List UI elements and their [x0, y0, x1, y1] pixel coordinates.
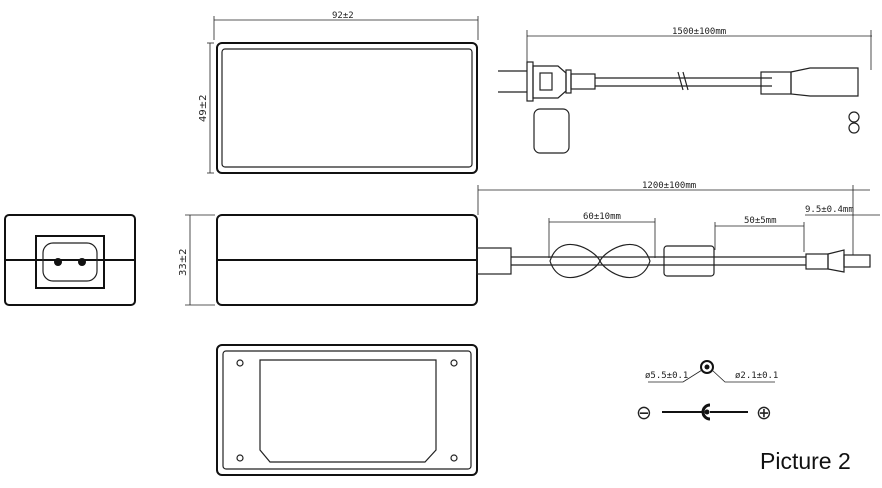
height-dimension: 33±2	[178, 249, 189, 276]
plug-tip-length: 9.5±0.4mm	[805, 205, 854, 215]
polarity-diagram: ø5.5±0.1 ø2.1±0.1 ⊖ ⊕	[636, 360, 778, 424]
picture-caption: Picture 2	[760, 448, 851, 474]
outer-diameter: ø5.5±0.1	[645, 371, 688, 381]
ferrite-distance: 50±5mm	[744, 216, 777, 226]
bottom-view	[216, 344, 478, 476]
cable-tie-length: 60±10mm	[583, 212, 621, 222]
width-dimension: 49±2	[198, 95, 209, 122]
dc-cord-length: 1200±100mm	[642, 181, 696, 191]
end-view	[4, 214, 136, 306]
negative-icon: ⊖	[636, 402, 652, 424]
inner-diameter: ø2.1±0.1	[735, 371, 778, 381]
positive-icon: ⊕	[756, 402, 772, 424]
length-dimension: 92±2	[332, 11, 354, 21]
top-view: 92±2 49±2	[198, 11, 479, 174]
side-view: 33±2 1200±100mm 60±10mm 50±5mm 9.5±0.4mm	[178, 181, 880, 306]
ac-power-cord: 1500±100mm	[498, 27, 872, 154]
ac-cord-length: 1500±100mm	[672, 27, 726, 37]
